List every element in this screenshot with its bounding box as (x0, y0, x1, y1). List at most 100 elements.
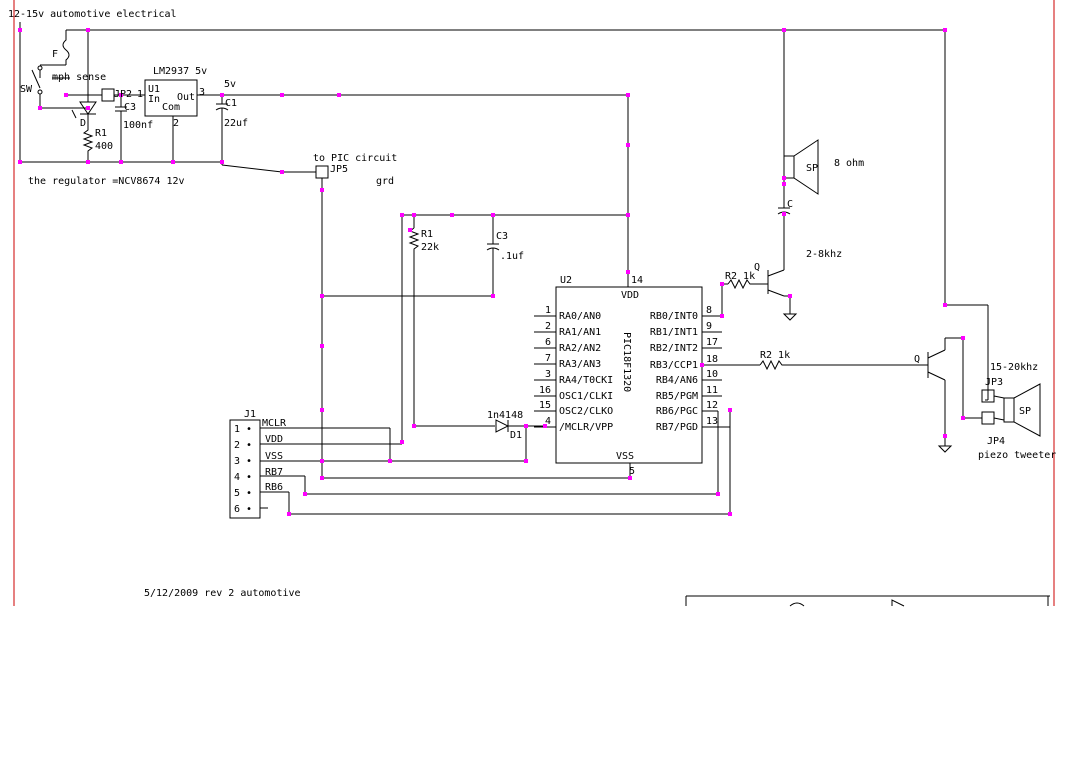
sp-top-ohm: 8 ohm (834, 158, 864, 169)
u2-pin-name: OSC2/CLKO (559, 406, 613, 417)
u2-pin-number: 1 (545, 305, 551, 316)
u2-pin-name: RA0/AN0 (559, 311, 601, 322)
freq-low-label: 2-8khz (806, 249, 842, 260)
u2-pin-number: 11 (706, 385, 718, 396)
u2-pin-number: 12 (706, 400, 718, 411)
u2-pin-name: RB3/CCP1 (650, 360, 698, 371)
j1-pin-number: 2 • (234, 440, 252, 451)
u2-pin-name: RA1/AN1 (559, 327, 601, 338)
u2-pin-name: RB0/INT0 (650, 311, 698, 322)
j1-connector (229, 419, 527, 519)
u2-pin-number: 8 (706, 305, 712, 316)
j1-pin-number: 1 • (234, 424, 252, 435)
c1-value: 22uf (224, 118, 248, 129)
c1-label: C1 (225, 98, 237, 109)
j1-label: J1 (244, 409, 256, 420)
j1-pin-number: 5 • (234, 488, 252, 499)
r2-mid-label: R2 1k (760, 350, 790, 361)
j1-vss: VSS (265, 451, 283, 462)
u2-pin-number: 3 (545, 369, 551, 380)
u2-pin-number: 13 (706, 416, 718, 427)
r2-top-label: R2 1k (725, 271, 755, 282)
u2-pin-name: /MCLR/VPP (559, 422, 613, 433)
jp5-label: JP5 (330, 164, 348, 175)
jp3-label: JP3 (985, 377, 1003, 388)
supply-label: 12-15v automotive electrical (8, 9, 177, 20)
regulator-note: the regulator =NCV8674 12v (28, 176, 185, 187)
fuse-label: F (52, 49, 58, 60)
c3-top-label: C3 (124, 102, 136, 113)
u2-vdd: VDD (621, 290, 639, 301)
power-section (19, 22, 989, 478)
j1-pin-labels: 1 •2 •3 •4 •5 •6 • (234, 424, 252, 515)
freq-high-label: 15-20khz (990, 362, 1038, 373)
u2-pin-number: 9 (706, 321, 712, 332)
revision-label: 5/12/2009 rev 2 automotive (144, 588, 301, 599)
u2-pin-name: RB5/PGM (656, 391, 698, 402)
u1-pin1: 1 (137, 89, 143, 100)
u2-pin-name: RA3/AN3 (559, 359, 601, 370)
u1-ref: U1 (148, 84, 160, 95)
d1-part: 1n4148 (487, 410, 523, 421)
lm2937-label: LM2937 5v (153, 66, 207, 77)
u2-pin-name: RB1/INT1 (650, 327, 698, 338)
q-top-label: Q (754, 262, 760, 273)
r1-mid-label: R1 (421, 229, 433, 240)
d1-label: D1 (510, 430, 522, 441)
u2-pin-name: RA2/AN2 (559, 343, 601, 354)
u1-pin2: 2 (173, 118, 179, 129)
jp2-label: JP2 (114, 89, 132, 100)
u2-pin-name: RB2/INT2 (650, 343, 698, 354)
sp-top-label: SP (806, 163, 818, 174)
u1-pin3: 3 (199, 87, 205, 98)
mph-sense-label: mph sense (52, 72, 106, 83)
junction-nodes (18, 28, 965, 516)
five-v-label: 5v (224, 79, 236, 90)
title-block-frame (685, 595, 1050, 607)
text-labels: 12-15v automotive electrical F mph sense… (8, 9, 1056, 599)
grd-label: grd (376, 176, 394, 187)
u2-pin-name: RA4/T0CKI (559, 375, 613, 386)
u2-pin-number: 6 (545, 337, 551, 348)
j1-rb7: RB7 (265, 467, 283, 478)
u2-pin-number: 16 (539, 385, 551, 396)
switch-label: SW (20, 84, 33, 95)
u1-out: Out (177, 92, 195, 103)
u2-pin-name: RB6/PGC (656, 406, 698, 417)
u2-pin-number: 18 (706, 354, 718, 365)
u2-pin-number: 4 (545, 416, 551, 427)
u2-pin-name: RB4/AN6 (656, 375, 698, 386)
j1-vdd: VDD (265, 434, 283, 445)
c3-top-value: 100nf (123, 120, 153, 131)
c3-mid-value: .1uf (500, 251, 524, 262)
u2-pin-number: 10 (706, 369, 718, 380)
u1-com: Com (162, 102, 180, 113)
r1-top-value: 400 (95, 141, 113, 152)
to-pic-label: to PIC circuit (313, 153, 397, 164)
r1-top-label: R1 (95, 128, 107, 139)
j1-pin-number: 3 • (234, 456, 252, 467)
c3-mid-label: C3 (496, 231, 508, 242)
piezo-label: piezo tweeter (978, 450, 1056, 461)
u2-pin-number: 17 (706, 337, 718, 348)
u2-pin-number: 7 (545, 353, 551, 364)
u2-part-label: PIC18F1320 (621, 332, 632, 392)
u2-pin5: 5 (629, 466, 635, 477)
diode-d-label: D (80, 118, 86, 129)
u2-pin14: 14 (631, 275, 643, 286)
sp-bottom-label: SP (1019, 406, 1031, 417)
u2-ref: U2 (560, 275, 572, 286)
c-top-label: C (787, 199, 793, 210)
u2-pin-number: 2 (545, 321, 551, 332)
r1-mid-value: 22k (421, 242, 439, 253)
u1-in: In (148, 94, 160, 105)
j1-pin-number: 4 • (234, 472, 252, 483)
jp4-label: JP4 (987, 436, 1005, 447)
audio-section (758, 30, 1041, 453)
page-border (13, 0, 1055, 606)
u2-pin-number: 15 (539, 400, 551, 411)
